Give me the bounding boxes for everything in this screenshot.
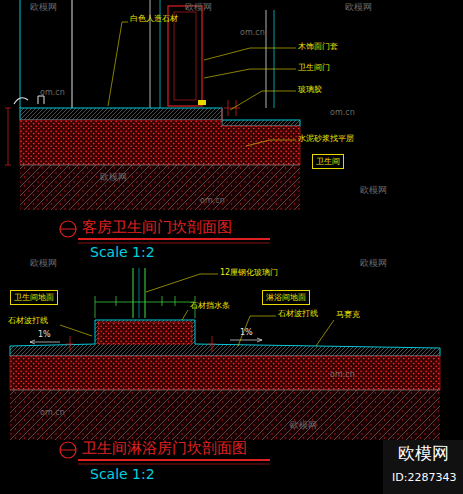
top-section	[5, 0, 300, 243]
watermark: 欧模网	[100, 172, 127, 182]
watermark: 欧模网	[30, 2, 57, 12]
watermark-logo: 欧模网	[398, 444, 449, 464]
slope-note: 1%	[38, 330, 51, 339]
watermark: om.cn	[200, 196, 225, 205]
slope-note: 1%	[240, 328, 253, 337]
watermark: om.cn	[40, 88, 65, 97]
part-label: 木饰面门套	[298, 42, 338, 51]
bottom-section	[10, 268, 440, 464]
label-box: 卫生间	[312, 154, 344, 169]
watermark: om.cn	[330, 108, 355, 117]
watermark-panel	[383, 440, 463, 494]
watermark: 欧模网	[360, 258, 387, 268]
watermark: om.cn	[330, 370, 355, 379]
drawing-title: 卫生间淋浴房门坎剖面图	[82, 440, 247, 457]
watermark: 欧模网	[360, 185, 387, 195]
scale-note: Scale 1:2	[90, 466, 155, 482]
watermark-id: ID:2287343	[392, 472, 456, 485]
label-box: 淋浴间地面	[262, 290, 310, 305]
watermark: 欧模网	[185, 2, 212, 12]
part-label: 玻璃胶	[298, 85, 322, 94]
box-label: 淋浴间地面	[266, 293, 306, 302]
label-box: 卫生间地面	[10, 290, 58, 305]
box-label: 卫生间	[316, 157, 340, 166]
watermark: om.cn	[40, 408, 65, 417]
part-label: 马赛克	[336, 310, 360, 319]
watermark: 欧模网	[30, 258, 57, 268]
part-label: 卫生间门	[298, 63, 330, 72]
part-label: 水泥砂浆找平层	[298, 134, 354, 143]
part-label: 石材挡水条	[190, 301, 230, 310]
watermark: 欧模网	[345, 2, 372, 12]
part-label: 石材波打线	[8, 316, 48, 325]
watermark: 欧模网	[290, 420, 317, 430]
part-label: 12厘钢化玻璃门	[220, 268, 278, 277]
scale-note: Scale 1:2	[90, 244, 155, 260]
drawing-title: 客房卫生间门坎剖面图	[82, 219, 232, 236]
watermark: om.cn	[240, 28, 265, 37]
box-label: 卫生间地面	[14, 293, 54, 302]
part-label: 白色人造石材	[130, 14, 178, 23]
part-label: 石材波打线	[278, 309, 318, 318]
